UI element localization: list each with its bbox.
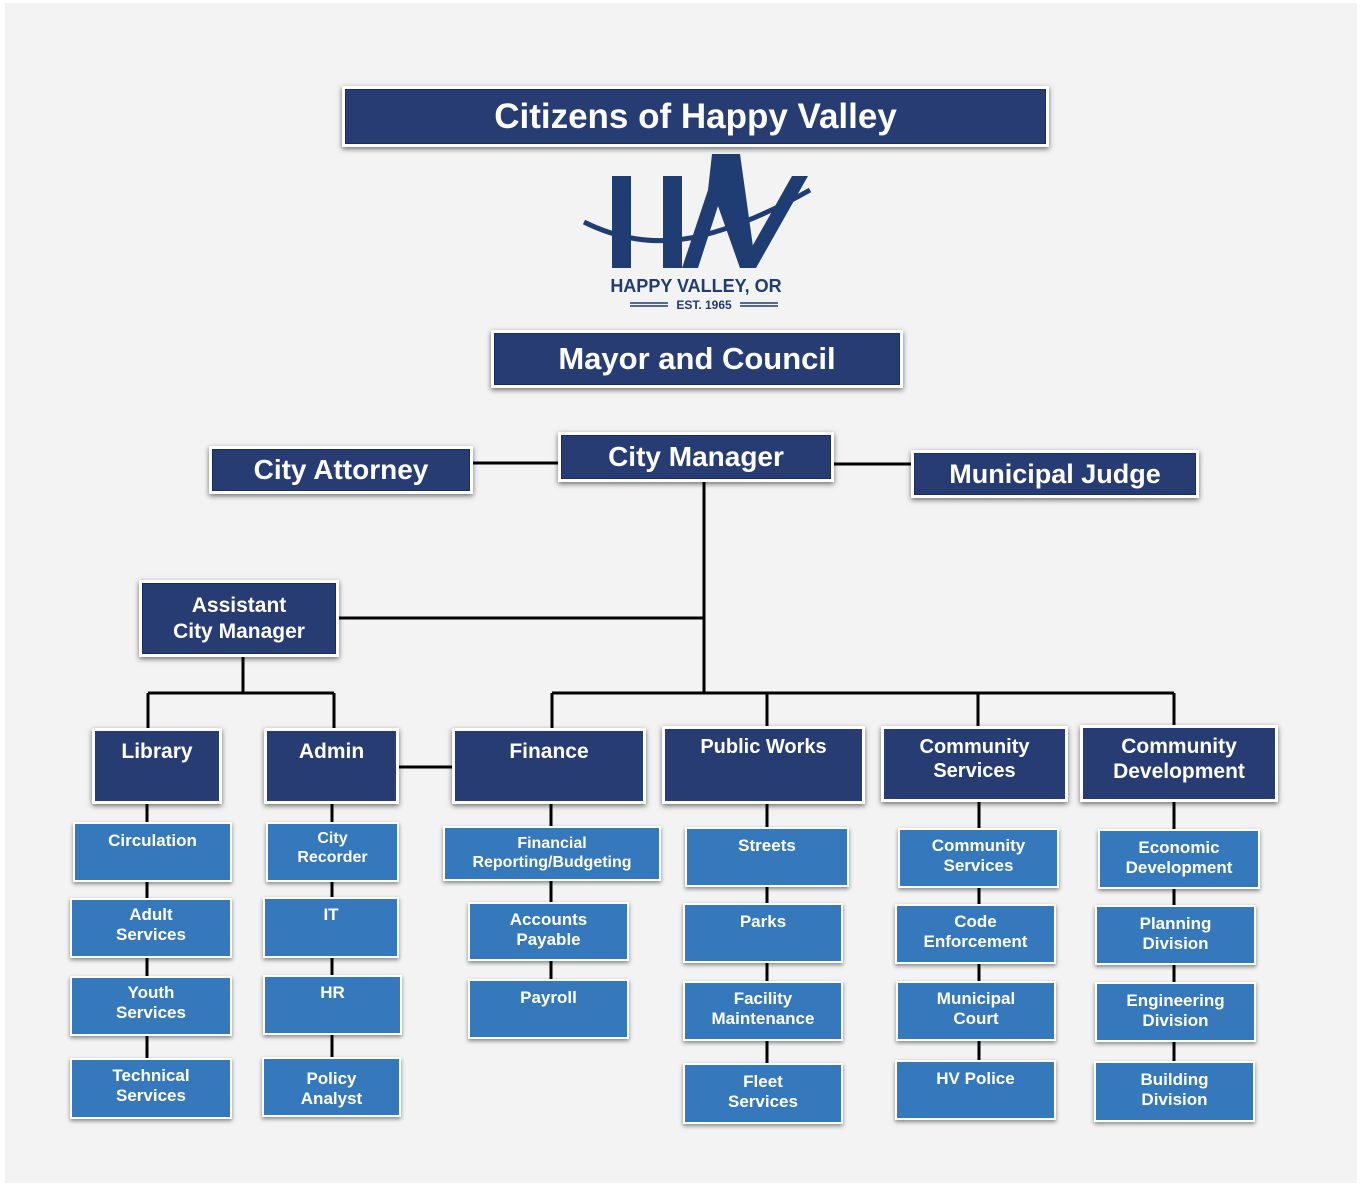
unit-label: Fleet Services bbox=[728, 1072, 798, 1112]
municipal-judge-label: Municipal Judge bbox=[949, 458, 1161, 489]
unit-label: Economic Development bbox=[1125, 838, 1233, 878]
dept-finance: Finance bbox=[452, 728, 646, 804]
assistant-city-manager-box: Assistant City Manager bbox=[139, 580, 339, 657]
unit-label: Accounts Payable bbox=[509, 910, 588, 950]
unit-policy-analyst: Policy Analyst bbox=[262, 1057, 401, 1117]
unit-label: Facility Maintenance bbox=[711, 989, 815, 1029]
dept-public-works-label: Public Works bbox=[700, 736, 827, 758]
unit-label: Youth Services bbox=[116, 983, 186, 1023]
unit-accounts-payable: Accounts Payable bbox=[468, 902, 629, 961]
unit-facility-maintenance: Facility Maintenance bbox=[683, 981, 843, 1041]
citizens-label: Citizens of Happy Valley bbox=[494, 96, 897, 136]
unit-label: Engineering Division bbox=[1126, 991, 1225, 1031]
unit-streets: Streets bbox=[685, 827, 849, 887]
dept-admin: Admin bbox=[264, 728, 399, 804]
hv-monogram-icon: HV HAPPY VALLEY, OR EST. 1965 bbox=[582, 154, 812, 312]
logo-established: EST. 1965 bbox=[676, 298, 732, 310]
municipal-judge-box: Municipal Judge bbox=[911, 450, 1199, 498]
unit-label: Adult Services bbox=[116, 905, 186, 945]
unit-label: Planning Division bbox=[1139, 914, 1212, 954]
unit-label: Streets bbox=[738, 836, 796, 855]
unit-youth-services: Youth Services bbox=[70, 976, 232, 1036]
unit-it: IT bbox=[263, 897, 399, 958]
dept-community-services-label: Community Services bbox=[919, 736, 1030, 782]
unit-community-services: Community Services bbox=[898, 828, 1059, 888]
unit-label: IT bbox=[323, 905, 339, 924]
assistant-city-manager-label: Assistant City Manager bbox=[173, 594, 305, 643]
dept-community-services: Community Services bbox=[881, 726, 1068, 802]
unit-label: Payroll bbox=[520, 988, 577, 1007]
unit-label: Building Division bbox=[1140, 1070, 1209, 1110]
unit-planning-division: Planning Division bbox=[1095, 905, 1256, 965]
city-attorney-box: City Attorney bbox=[209, 446, 473, 494]
unit-building-division: Building Division bbox=[1094, 1061, 1255, 1122]
dept-library-label: Library bbox=[121, 740, 193, 763]
unit-label: Technical Services bbox=[112, 1066, 190, 1106]
mayor-council-label: Mayor and Council bbox=[558, 341, 836, 377]
unit-label: Community Services bbox=[931, 836, 1026, 876]
unit-payroll: Payroll bbox=[468, 979, 629, 1039]
mayor-council-box: Mayor and Council bbox=[491, 330, 903, 388]
dept-library: Library bbox=[92, 728, 222, 804]
citizens-box: Citizens of Happy Valley bbox=[342, 86, 1049, 147]
unit-label: Circulation bbox=[108, 831, 197, 850]
city-manager-label: City Manager bbox=[608, 441, 784, 473]
city-manager-box: City Manager bbox=[558, 432, 834, 482]
city-attorney-label: City Attorney bbox=[253, 454, 429, 486]
unit-engineering-division: Engineering Division bbox=[1095, 982, 1256, 1042]
dept-finance-label: Finance bbox=[509, 740, 589, 763]
unit-economic-development: Economic Development bbox=[1098, 829, 1260, 889]
unit-label: Financial Reporting/Budgeting bbox=[472, 835, 632, 872]
unit-label: Municipal Court bbox=[936, 989, 1016, 1029]
unit-fleet-services: Fleet Services bbox=[683, 1063, 843, 1124]
unit-financial-reporting-budgeting: Financial Reporting/Budgeting bbox=[443, 826, 661, 881]
dept-admin-label: Admin bbox=[298, 740, 365, 763]
dept-community-development-label: Community Development bbox=[1113, 735, 1245, 784]
unit-code-enforcement: Code Enforcement bbox=[895, 904, 1056, 964]
unit-adult-services: Adult Services bbox=[70, 898, 232, 958]
unit-municipal-court: Municipal Court bbox=[896, 981, 1056, 1041]
unit-label: Parks bbox=[739, 912, 787, 931]
unit-hr: HR bbox=[263, 975, 402, 1035]
unit-hv-police: HV Police bbox=[895, 1060, 1056, 1120]
unit-circulation: Circulation bbox=[73, 822, 232, 882]
unit-parks: Parks bbox=[683, 903, 843, 963]
logo-city-name: HAPPY VALLEY, OR bbox=[610, 276, 781, 296]
dept-public-works: Public Works bbox=[662, 726, 865, 804]
unit-label: Policy Analyst bbox=[300, 1069, 363, 1109]
dept-community-development: Community Development bbox=[1080, 725, 1278, 802]
unit-label: HR bbox=[320, 983, 345, 1002]
unit-label: Code Enforcement bbox=[923, 912, 1028, 952]
unit-technical-services: Technical Services bbox=[70, 1058, 232, 1119]
unit-label: HV Police bbox=[936, 1069, 1015, 1088]
happy-valley-logo: HV HAPPY VALLEY, OR EST. 1965 bbox=[580, 150, 812, 312]
unit-label: City Recorder bbox=[297, 830, 368, 867]
unit-city-recorder: City Recorder bbox=[266, 822, 399, 882]
